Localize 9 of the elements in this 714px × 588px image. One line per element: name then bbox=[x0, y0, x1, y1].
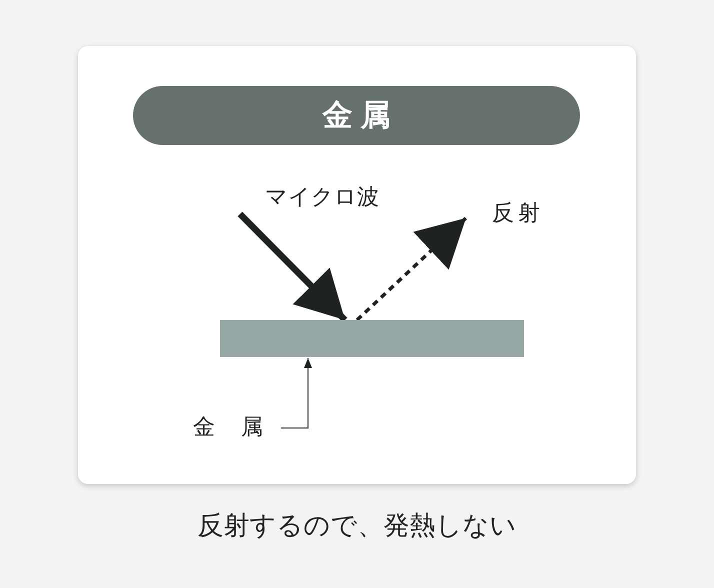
heading-pill: 金属 bbox=[133, 86, 580, 145]
arrow bbox=[238, 212, 348, 322]
metal-plate bbox=[220, 320, 524, 357]
caption: 反射するので、発熱しない bbox=[198, 511, 516, 541]
wave-label: マイクロ波 bbox=[265, 185, 379, 210]
leader-line bbox=[280, 358, 312, 428]
arrow bbox=[356, 216, 468, 322]
reflection-label: 反射 bbox=[492, 201, 544, 226]
metal-label: 金属 bbox=[193, 415, 289, 440]
